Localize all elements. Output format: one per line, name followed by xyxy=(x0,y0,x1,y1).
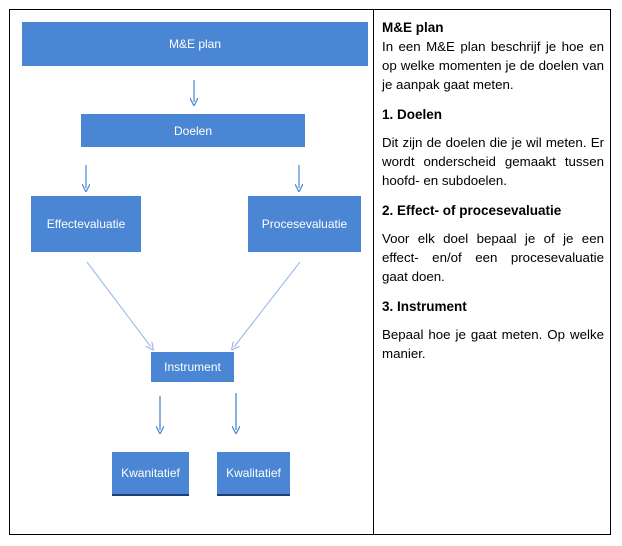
section-2-heading: 2. Effect- of procesevaluatie xyxy=(382,203,562,218)
node-procesevaluatie-label: Procesevaluatie xyxy=(261,217,348,231)
node-procesevaluatie: Procesevaluatie xyxy=(248,196,361,252)
explanation-panel: M&E plan In een M&E plan beschrijf je ho… xyxy=(382,18,604,363)
node-me-plan: M&E plan xyxy=(22,22,368,66)
node-me-plan-label: M&E plan xyxy=(168,37,222,51)
column-divider xyxy=(373,9,374,535)
section-1-heading: 1. Doelen xyxy=(382,107,443,122)
node-effectevaluatie-label: Effectevaluatie xyxy=(46,217,126,231)
node-instrument: Instrument xyxy=(151,352,234,382)
node-kwalitatief-label: Kwalitatief xyxy=(226,466,281,480)
node-doelen: Doelen xyxy=(81,114,305,147)
section-2-body: Voor elk doel bepaal je of je een effect… xyxy=(382,231,604,284)
panel-title: M&E plan xyxy=(382,20,444,35)
arrow-effect-to-instrument xyxy=(86,261,151,347)
section-3-heading: 3. Instrument xyxy=(382,299,467,314)
node-effectevaluatie: Effectevaluatie xyxy=(31,196,141,252)
outer-frame xyxy=(9,9,611,535)
node-kwalitatief: Kwalitatief xyxy=(217,452,290,496)
node-doelen-label: Doelen xyxy=(173,123,213,138)
node-kwantitatief-label: Kwanitatief xyxy=(121,466,180,480)
panel-intro: In een M&E plan beschrijf je hoe en op w… xyxy=(382,39,604,92)
section-1-body: Dit zijn de doelen die je wil meten. Er … xyxy=(382,135,604,188)
node-kwantitatief: Kwanitatief xyxy=(112,452,189,496)
arrow-proces-to-instrument xyxy=(234,261,301,347)
section-3-body: Bepaal hoe je gaat meten. Op welke manie… xyxy=(382,327,604,361)
node-instrument-label: Instrument xyxy=(164,360,221,374)
